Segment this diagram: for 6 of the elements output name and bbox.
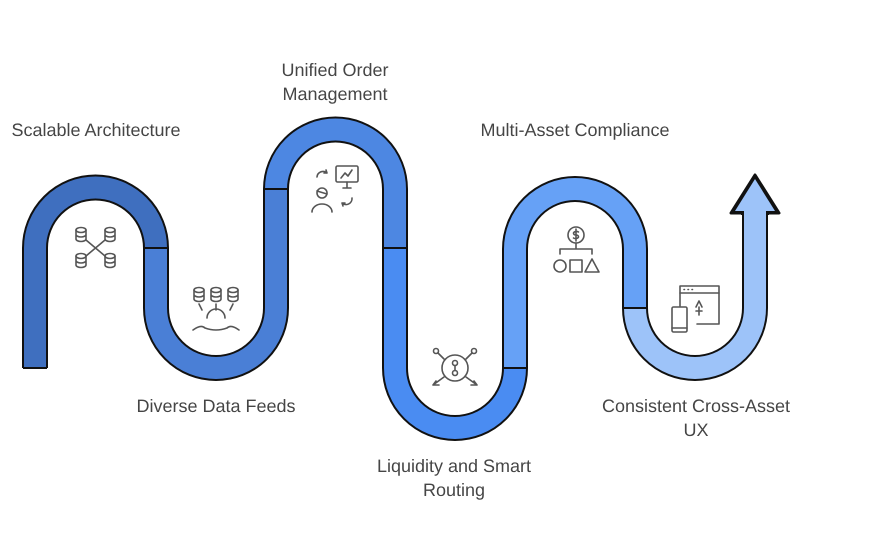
stage-label: Liquidity and Smart Routing <box>359 454 549 502</box>
stage-label: Diverse Data Feeds <box>121 394 311 418</box>
stage-label: Multi-Asset Compliance <box>480 118 670 142</box>
stage-label: Scalable Architecture <box>1 118 191 142</box>
stage-label: Unified Order Management <box>240 58 430 106</box>
stage-label: Consistent Cross-Asset UX <box>601 394 791 442</box>
